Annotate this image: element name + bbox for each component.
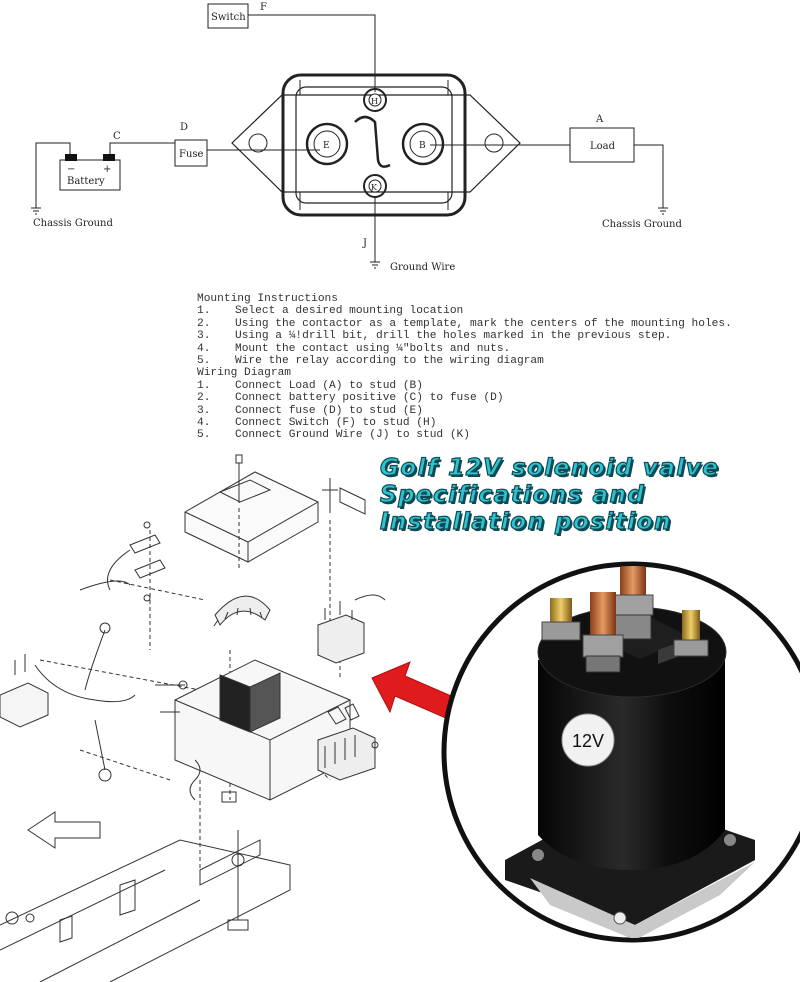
direction-arrow <box>27 811 101 849</box>
voltage-label: 12V <box>572 731 604 751</box>
wiring-step: 5.Connect Ground Wire (J) to stud (K) <box>197 429 470 442</box>
terminal-block <box>317 727 376 781</box>
solenoid-in-drawing <box>317 614 365 664</box>
letter-c: C <box>113 131 121 142</box>
wiring-step: 3.Connect fuse (D) to stud (E) <box>197 404 423 417</box>
voltage-badge <box>561 713 615 767</box>
letter-f: F <box>260 2 267 13</box>
fuse-box <box>174 139 208 167</box>
fuse-label: Fuse <box>179 149 204 160</box>
mounting-step: 5.Wire the relay according to the wiring… <box>197 355 544 368</box>
instructions-block: Mounting Instructions 1.Select a desired… <box>197 293 757 442</box>
stud-e-label: E <box>323 141 330 151</box>
stud-h-label: H <box>371 97 378 106</box>
wiring-schematic: Switch F D Fuse C − + Battery Chassis Gr… <box>31 2 682 273</box>
letter-a: A <box>595 114 604 125</box>
red-pointer-arrow <box>371 661 460 723</box>
load-box <box>569 127 635 163</box>
gear-part <box>214 595 271 626</box>
stud-k-label: K <box>371 183 378 192</box>
battery-label: Battery <box>67 176 105 187</box>
mounting-step: 1.Select a desired mounting location <box>197 305 464 318</box>
stud-b-label: B <box>419 141 426 151</box>
product-photo: 12V <box>441 561 800 943</box>
exploded-assembly-drawing <box>0 454 460 982</box>
promo-line-1: Golf 12V solenoid valve <box>379 454 720 481</box>
chassis-ground-right: Chassis Ground <box>602 219 682 230</box>
mounting-step: 4.Mount the contact using ¼"bolts and nu… <box>197 342 511 355</box>
wiring-title: Wiring Diagram <box>197 367 291 380</box>
controller-module <box>0 682 49 728</box>
screw <box>235 454 243 503</box>
ground-wire-label: Ground Wire <box>390 262 455 273</box>
battery-minus: − <box>67 164 75 175</box>
promo-line-3: Installation position <box>379 508 672 535</box>
chassis-ground-left: Chassis Ground <box>33 218 113 229</box>
wiring-step: 4.Connect Switch (F) to stud (H) <box>197 417 437 430</box>
mounting-title: Mounting Instructions <box>197 293 338 305</box>
battery-positive-terminal <box>103 154 115 161</box>
battery-plus: + <box>103 164 111 175</box>
solenoid-top-view <box>231 73 521 217</box>
load-label: Load <box>590 141 616 152</box>
mounting-step: 3.Using a ¼!drill bit, drill the holes m… <box>197 330 672 343</box>
promo-heading: Golf 12V solenoid valve Specifications a… <box>379 454 720 536</box>
cover-lid <box>184 471 319 563</box>
wiring-step: 2.Connect battery positive (C) to fuse (… <box>197 392 504 405</box>
mounting-step: 2.Using the contactor as a template, mar… <box>197 317 732 330</box>
switch-label: Switch <box>211 12 246 23</box>
wiring-step: 1.Connect Load (A) to stud (B) <box>197 379 423 392</box>
battery-box <box>59 159 121 191</box>
letter-d: D <box>180 122 188 133</box>
chassis-frame <box>0 839 291 982</box>
switch-box <box>207 3 249 29</box>
letter-j: J <box>362 238 367 249</box>
promo-line-2: Specifications and <box>379 481 646 508</box>
battery-negative-terminal <box>65 154 77 161</box>
